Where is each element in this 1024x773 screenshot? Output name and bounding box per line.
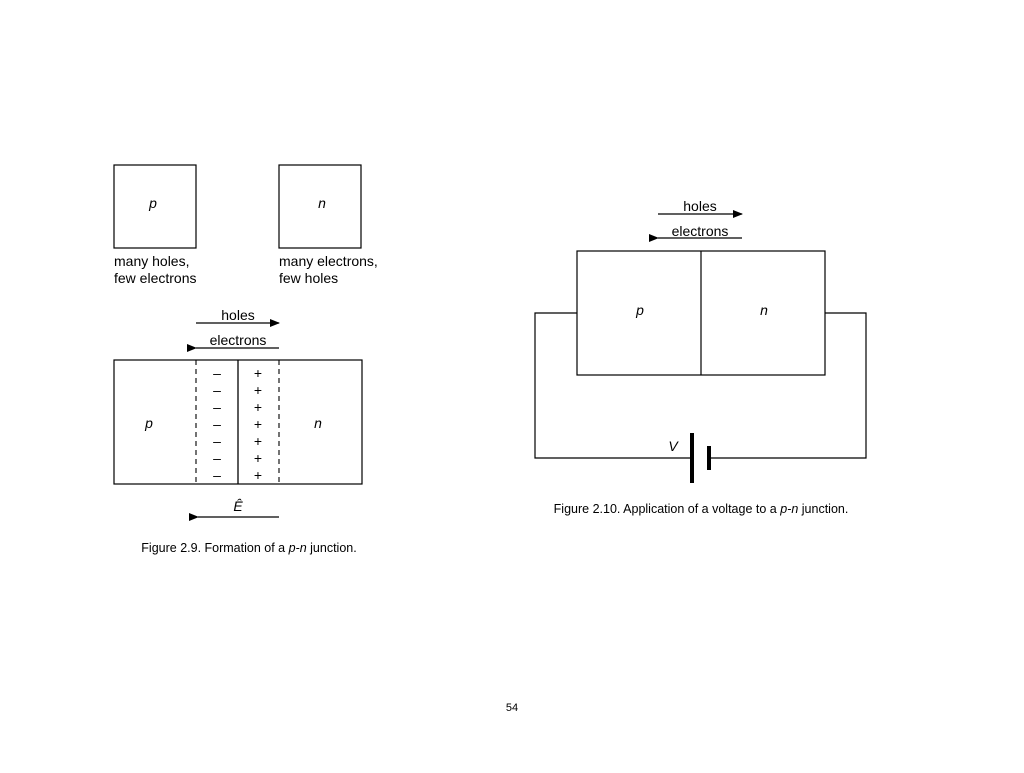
- n-region-label: n: [760, 302, 768, 318]
- circuit-wire-left: [534, 312, 692, 459]
- negative-charge: –: [213, 450, 221, 466]
- holes-label: holes: [221, 307, 254, 323]
- n-description-line2: few holes: [279, 270, 338, 286]
- figure-2-9: p n many holes, few electrons many elect…: [113, 164, 378, 555]
- electrons-label: electrons: [672, 223, 729, 239]
- negative-charge: –: [213, 467, 221, 483]
- figure-2-10: holes electrons p n V Figure 2.10. Appli…: [534, 198, 867, 516]
- circuit-wire-right: [709, 312, 867, 459]
- p-description-line1: many holes,: [114, 253, 189, 269]
- page-number: 54: [505, 702, 519, 714]
- negative-charge: –: [213, 399, 221, 415]
- positive-charge: +: [254, 416, 262, 432]
- p-block-label: p: [148, 195, 157, 211]
- holes-label: holes: [683, 198, 716, 214]
- p-description-line2: few electrons: [114, 270, 196, 286]
- electrons-label: electrons: [210, 332, 267, 348]
- n-block: [278, 164, 362, 249]
- p-region-label: p: [635, 302, 644, 318]
- junction-p-label: p: [144, 415, 153, 431]
- positive-charge: +: [254, 433, 262, 449]
- positive-charge: +: [254, 365, 262, 381]
- negative-charge: –: [213, 433, 221, 449]
- positive-charges: + + + + + + +: [254, 365, 262, 483]
- figure-2-9-caption: Figure 2.9. Formation of a p-n junction.: [141, 541, 356, 555]
- battery-icon: [690, 433, 711, 483]
- n-block-label: n: [318, 195, 326, 211]
- negative-charge: –: [213, 382, 221, 398]
- positive-charge: +: [254, 450, 262, 466]
- negative-charge: –: [213, 416, 221, 432]
- voltage-label: V: [668, 438, 679, 454]
- figure-2-10-caption: Figure 2.10. Application of a voltage to…: [554, 502, 849, 516]
- negative-charges: – – – – – – –: [213, 365, 221, 483]
- n-description-line1: many electrons,: [279, 253, 378, 269]
- positive-charge: +: [254, 467, 262, 483]
- positive-charge: +: [254, 399, 262, 415]
- p-block: [113, 164, 197, 249]
- electric-field-label: Ê: [233, 498, 243, 514]
- junction-n-label: n: [314, 415, 322, 431]
- positive-charge: +: [254, 382, 262, 398]
- negative-charge: –: [213, 365, 221, 381]
